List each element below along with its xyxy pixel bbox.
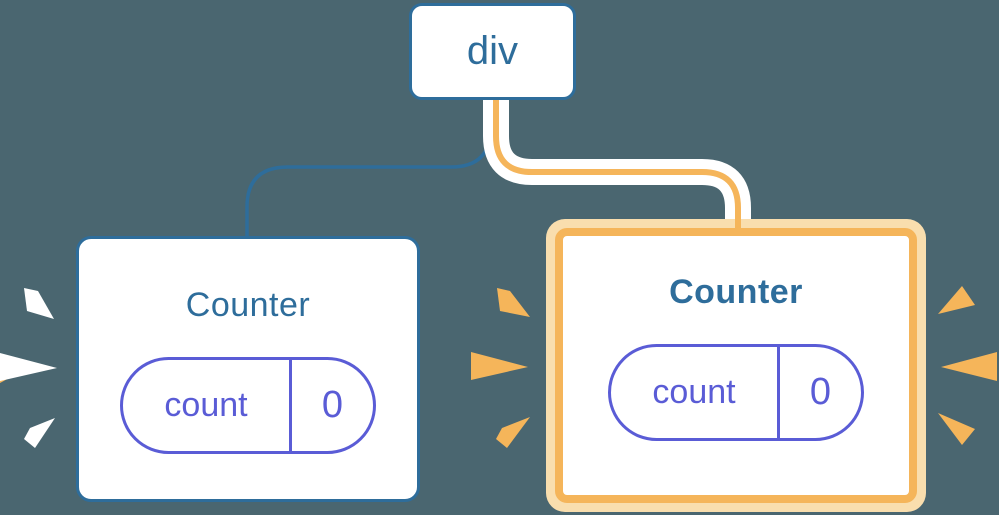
connector-blue-edge: [245, 98, 493, 244]
state-value: 0: [777, 347, 861, 438]
spark-icon: [941, 352, 997, 381]
spark-icon: [938, 286, 975, 314]
state-key-label: count: [164, 386, 248, 424]
spark-icon: [938, 413, 975, 445]
counter-card-highlighted-inner: Counter count 0: [555, 228, 917, 503]
spark-icon: [24, 418, 55, 448]
state-value: 0: [289, 360, 373, 451]
spark-icon: [471, 352, 528, 380]
spark-icon: [0, 353, 57, 381]
card-title: Counter: [185, 286, 311, 324]
counter-card-highlighted: Counter count 0: [546, 219, 926, 512]
connector-highlight-casing: [483, 98, 751, 221]
connector-highlight-stub: [735, 219, 741, 236]
state-key-label: count: [652, 373, 736, 411]
card-title: Counter: [669, 273, 803, 311]
state-pill: count 0: [120, 357, 376, 454]
spark-icon: [24, 288, 54, 319]
tree-node-div-label: div: [466, 29, 519, 73]
spark-icon: [496, 417, 530, 448]
tree-node-div: div: [409, 3, 576, 100]
connector-highlight-edge: [493, 98, 741, 222]
counter-card-left: Counter count 0: [76, 236, 420, 502]
spark-icon: [497, 288, 530, 317]
state-pill: count 0: [608, 344, 864, 441]
